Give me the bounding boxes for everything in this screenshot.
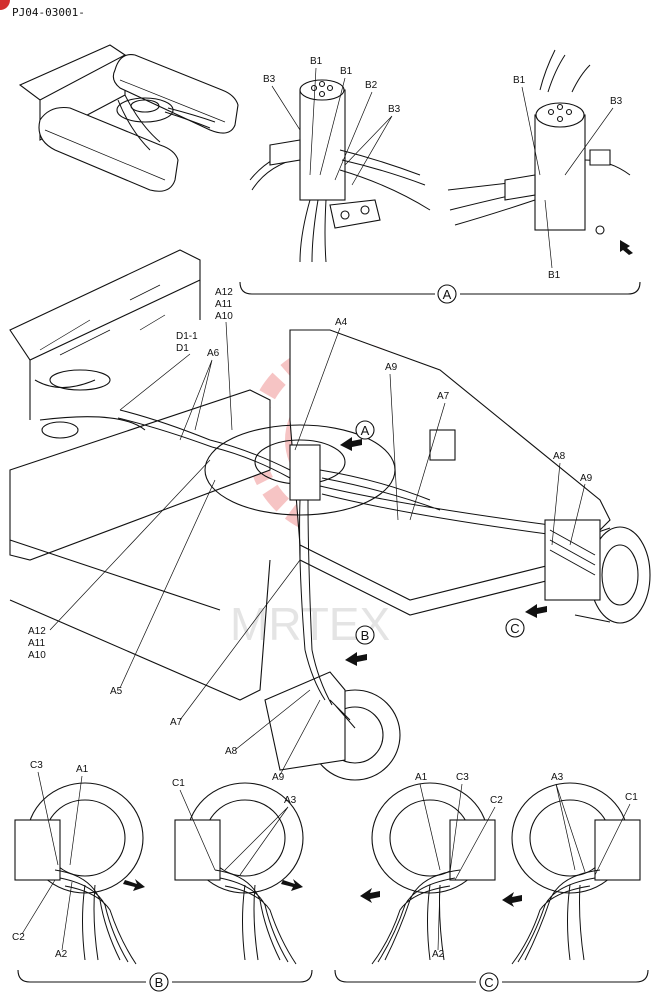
label-b1: B1 xyxy=(310,56,323,67)
label-a1: A1 xyxy=(415,772,428,783)
corner-badge-icon xyxy=(0,0,10,10)
label-b1: B1 xyxy=(548,270,561,281)
label-c1: C1 xyxy=(172,778,185,789)
section-a-bracket: A xyxy=(239,281,641,304)
main-frame-drawing xyxy=(9,249,651,781)
label-a7: A7 xyxy=(170,717,183,728)
label-d1-1: D1-1 xyxy=(176,331,198,342)
header: PJ04-03001- xyxy=(0,0,85,19)
label-a12: A12 xyxy=(215,287,233,298)
label-a5: A5 xyxy=(110,686,123,697)
detail-view-c xyxy=(360,782,641,965)
label-a2: A2 xyxy=(432,949,445,960)
section-b-marker: B xyxy=(155,975,164,990)
label-a7: A7 xyxy=(437,391,450,402)
direction-arrow-icon xyxy=(123,879,145,891)
direction-arrow-icon xyxy=(345,652,367,666)
label-a10: A10 xyxy=(28,650,46,661)
label-a9: A9 xyxy=(385,362,398,373)
label-b2: B2 xyxy=(365,80,378,91)
direction-arrow-icon xyxy=(340,437,362,451)
detail-view-a-right xyxy=(447,49,633,255)
label-a9: A9 xyxy=(272,772,285,783)
direction-arrow-icon xyxy=(360,888,380,903)
section-a-marker: A xyxy=(443,287,452,302)
detail-view-b xyxy=(14,782,304,965)
label-a2: A2 xyxy=(55,949,68,960)
section-b-bracket: B xyxy=(17,969,313,992)
detail-view-a-left xyxy=(249,79,431,263)
label-a3: A3 xyxy=(284,795,297,806)
overview-thumbnail xyxy=(18,44,239,192)
label-a10: A10 xyxy=(215,311,233,322)
label-b3: B3 xyxy=(263,74,276,85)
label-c3: C3 xyxy=(30,760,43,771)
label-b1: B1 xyxy=(513,75,526,86)
section-c-bracket: C xyxy=(334,969,649,992)
direction-arrow-icon xyxy=(620,240,633,255)
label-b3: B3 xyxy=(610,96,623,107)
label-a6: A6 xyxy=(207,348,220,359)
label-a8: A8 xyxy=(225,746,238,757)
label-a12: A12 xyxy=(28,626,46,637)
direction-arrow-icon xyxy=(525,604,547,618)
label-a11: A11 xyxy=(28,638,45,649)
label-a3: A3 xyxy=(551,772,564,783)
label-a11: A11 xyxy=(215,299,232,310)
section-b-marker: B xyxy=(361,628,370,643)
label-a4: A4 xyxy=(335,317,348,328)
label-b1: B1 xyxy=(340,66,353,77)
label-a8: A8 xyxy=(553,451,566,462)
doc-code: PJ04-03001- xyxy=(12,6,85,19)
label-c2: C2 xyxy=(12,932,25,943)
direction-arrow-icon xyxy=(281,879,303,891)
label-b3: B3 xyxy=(388,104,401,115)
label-d1: D1 xyxy=(176,343,189,354)
label-a9: A9 xyxy=(580,473,593,484)
label-c1: C1 xyxy=(625,792,638,803)
direction-arrow-icon xyxy=(502,892,522,907)
section-c-marker: C xyxy=(510,621,519,636)
label-c3: C3 xyxy=(456,772,469,783)
label-c2: C2 xyxy=(490,795,503,806)
section-c-marker: C xyxy=(484,975,493,990)
label-a1: A1 xyxy=(76,764,89,775)
section-a-marker: A xyxy=(361,423,370,438)
